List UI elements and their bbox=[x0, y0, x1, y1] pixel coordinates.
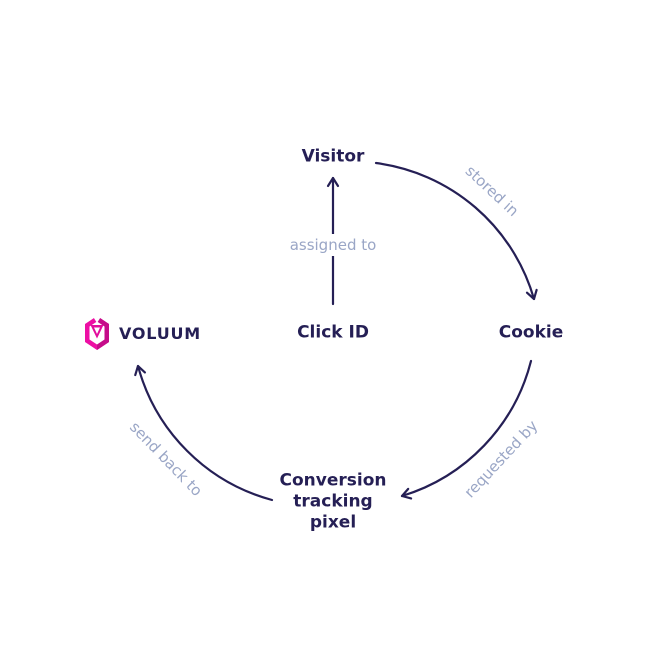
voluum-logo-icon bbox=[85, 315, 109, 350]
node-conversion-pixel: Conversion tracking pixel bbox=[279, 470, 387, 533]
arrow-cookie-to-pixel bbox=[400, 359, 533, 500]
node-click-id: Click ID bbox=[297, 322, 369, 343]
voluum-wordmark: VOLUUM bbox=[119, 323, 202, 343]
node-visitor: Visitor bbox=[301, 146, 365, 167]
arrow-pixel-to-voluum bbox=[134, 364, 274, 502]
edge-label-assigned-to: assigned to bbox=[283, 234, 383, 256]
node-voluum-brand: VOLUUM bbox=[84, 315, 201, 351]
node-cookie: Cookie bbox=[498, 322, 564, 343]
arrow-visitor-to-cookie bbox=[374, 161, 538, 301]
